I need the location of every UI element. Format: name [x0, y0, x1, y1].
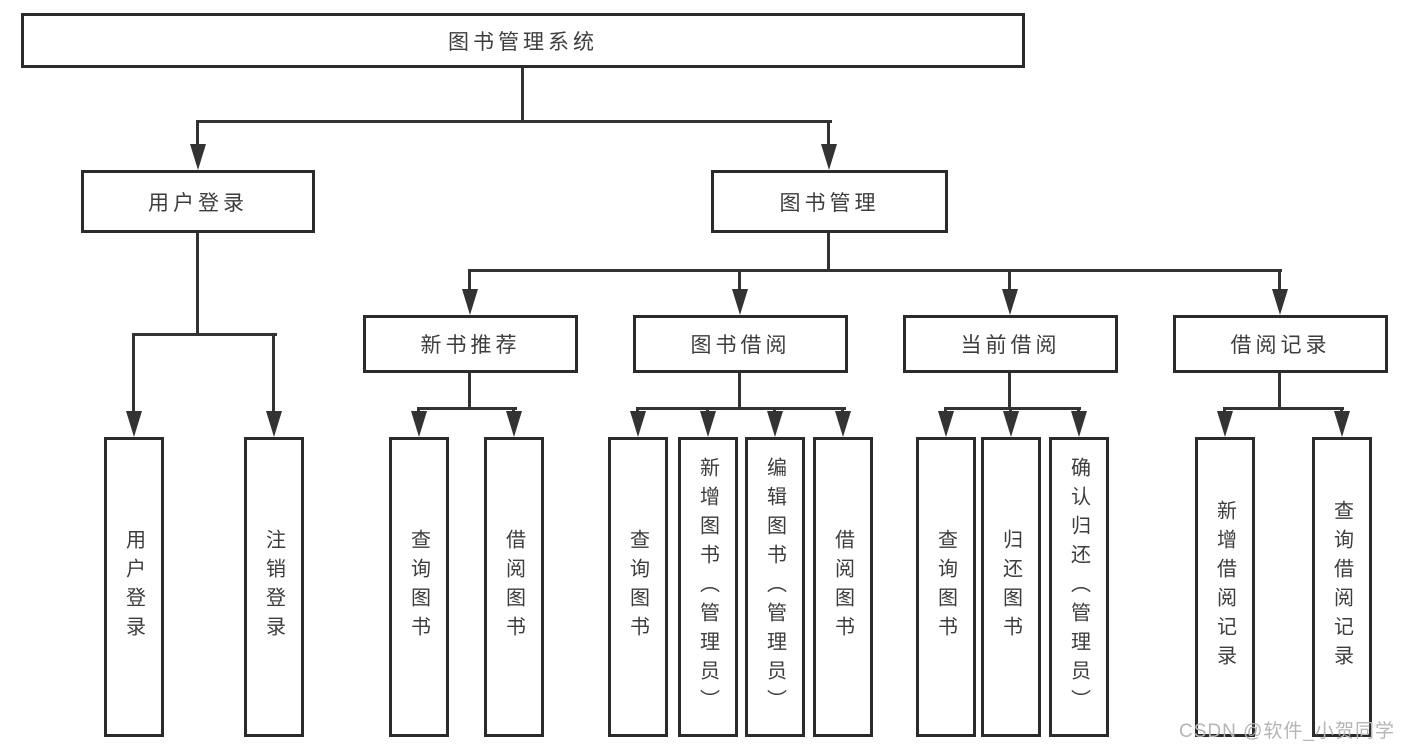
leaf-query-books-recommend: 查询图书: [389, 437, 449, 737]
leaf-borrow-books-recommend-label: 借阅图书: [502, 529, 525, 645]
connector-line: [1278, 370, 1281, 409]
connector-line: [944, 407, 947, 414]
arrow-down-icon: [630, 411, 646, 437]
leaf-return-books: 归还图书: [981, 437, 1041, 737]
connector-line: [196, 120, 199, 147]
arrow-down-icon: [411, 411, 427, 437]
connector-line: [196, 120, 832, 123]
node-new-book-recommend: 新书推荐: [363, 315, 578, 373]
node-user-login: 用户登录: [81, 170, 315, 233]
node-borrow-records: 借阅记录: [1173, 315, 1388, 373]
connector-line: [1009, 407, 1012, 414]
leaf-edit-books-admin: 编辑图书（管理员）: [745, 437, 805, 737]
node-user-login-label: 用户登录: [148, 191, 248, 215]
leaf-query-books-current-label: 查询图书: [934, 529, 957, 645]
arrow-down-icon: [1334, 411, 1350, 437]
connector-line: [827, 120, 830, 147]
connector-line: [1340, 407, 1343, 414]
node-root-label: 图书管理系统: [448, 30, 598, 54]
leaf-query-books-current: 查询图书: [916, 437, 976, 737]
leaf-add-borrow-record: 新增借阅记录: [1195, 437, 1255, 737]
connector-line: [468, 269, 471, 292]
connector-line: [636, 407, 639, 414]
connector-line: [468, 269, 1282, 272]
leaf-logout: 注销登录: [244, 437, 304, 737]
leaf-query-books-recommend-label: 查询图书: [407, 529, 430, 645]
node-root: 图书管理系统: [21, 13, 1025, 68]
node-borrow-records-label: 借阅记录: [1230, 334, 1331, 357]
connector-line: [132, 333, 277, 336]
arrow-down-icon: [462, 289, 478, 315]
leaf-query-borrow-record-label: 查询借阅记录: [1330, 500, 1353, 674]
leaf-add-books-admin: 新增图书（管理员）: [678, 437, 738, 737]
connector-line: [132, 333, 135, 413]
node-current-borrow-label: 当前借阅: [960, 334, 1061, 357]
connector-line: [706, 407, 709, 414]
connector-line: [512, 407, 515, 414]
arrow-down-icon: [1002, 289, 1018, 315]
arrow-down-icon: [821, 144, 837, 170]
connector-line: [521, 66, 524, 122]
leaf-edit-books-admin-label: 编辑图书（管理员）: [763, 456, 786, 718]
connector-line: [738, 370, 741, 409]
node-current-borrow: 当前借阅: [903, 315, 1118, 373]
connector-line: [272, 333, 275, 413]
arrow-down-icon: [1003, 411, 1019, 437]
connector-line: [417, 407, 420, 414]
arrow-down-icon: [835, 411, 851, 437]
node-book-management: 图书管理: [711, 170, 948, 233]
arrow-down-icon: [190, 144, 206, 170]
arrow-down-icon: [266, 411, 282, 437]
connector-line: [1077, 407, 1080, 414]
connector-line: [1008, 370, 1011, 409]
connector-line: [841, 407, 844, 414]
arrow-down-icon: [938, 411, 954, 437]
arrow-down-icon: [732, 289, 748, 315]
leaf-borrow-books-recommend: 借阅图书: [484, 437, 544, 737]
connector-line: [1008, 269, 1011, 292]
connector-line: [1278, 269, 1281, 292]
arrow-down-icon: [1272, 289, 1288, 315]
leaf-user-login: 用户登录: [104, 437, 164, 737]
leaf-query-books-borrow: 查询图书: [608, 437, 668, 737]
connector-line: [1223, 407, 1344, 410]
arrow-down-icon: [506, 411, 522, 437]
arrow-down-icon: [767, 411, 783, 437]
leaf-query-books-borrow-label: 查询图书: [626, 529, 649, 645]
leaf-logout-label: 注销登录: [262, 529, 285, 645]
arrow-down-icon: [700, 411, 716, 437]
leaf-user-login-label: 用户登录: [122, 529, 145, 645]
leaf-confirm-return-admin: 确认归还（管理员）: [1049, 437, 1109, 737]
connector-line: [196, 230, 199, 335]
leaf-query-borrow-record: 查询借阅记录: [1312, 437, 1372, 737]
connector-line: [417, 407, 517, 410]
leaf-return-books-label: 归还图书: [999, 529, 1022, 645]
leaf-borrow-books-label: 借阅图书: [831, 529, 854, 645]
connector-line: [827, 230, 830, 271]
node-new-book-recommend-label: 新书推荐: [420, 334, 521, 357]
connector-line: [944, 407, 1081, 410]
connector-line: [738, 269, 741, 292]
arrow-down-icon: [1217, 411, 1233, 437]
leaf-borrow-books: 借阅图书: [813, 437, 873, 737]
connector-line: [636, 407, 846, 410]
leaf-confirm-return-admin-label: 确认归还（管理员）: [1067, 456, 1090, 718]
leaf-add-borrow-record-label: 新增借阅记录: [1213, 500, 1236, 674]
leaf-add-books-admin-label: 新增图书（管理员）: [696, 456, 719, 718]
connector-line: [468, 370, 471, 409]
watermark: CSDN @软件_小贺同学: [1179, 721, 1395, 742]
node-book-management-label: 图书管理: [779, 191, 880, 215]
connector-line: [773, 407, 776, 414]
arrow-down-icon: [1071, 411, 1087, 437]
node-book-borrow: 图书借阅: [633, 315, 848, 373]
connector-line: [1223, 407, 1226, 414]
node-book-borrow-label: 图书借阅: [690, 334, 791, 357]
arrow-down-icon: [126, 411, 142, 437]
